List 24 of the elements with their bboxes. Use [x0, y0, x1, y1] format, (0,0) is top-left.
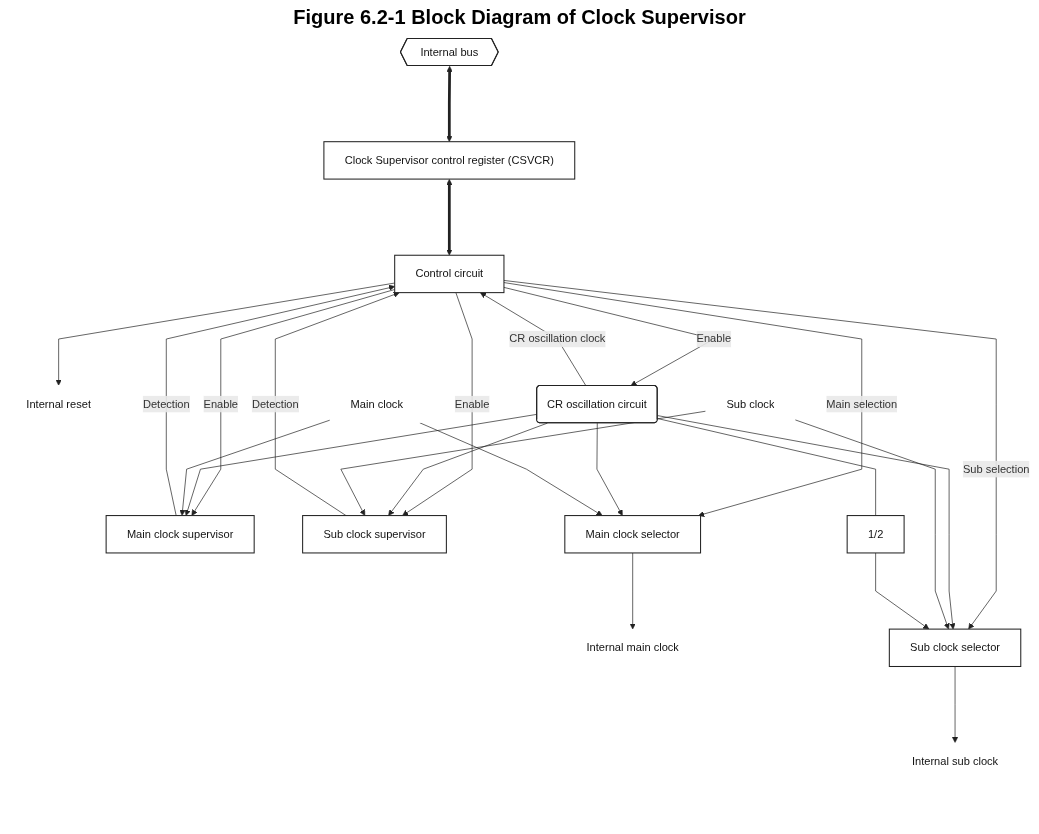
edge-label: Enable: [696, 332, 732, 345]
edge-label: Enable: [454, 397, 490, 410]
figure-title: Figure 6.2-1 Block Diagram of Clock Supervisor: [292, 6, 747, 29]
edge-label: Enable: [203, 397, 239, 410]
node-box: 1/2: [846, 515, 905, 554]
edge-label: Sub selection: [962, 462, 1030, 475]
node-box: Clock Supervisor control register (CSVCR): [323, 141, 576, 180]
node-text: Internal main clock: [586, 641, 679, 654]
node-box: Sub clock selector: [888, 628, 1022, 667]
node-box: Control circuit: [394, 254, 505, 294]
edge-label: Detection: [251, 397, 299, 410]
connector: [657, 418, 876, 516]
node-text: Internal sub clock: [911, 755, 999, 767]
node-text: Main clock: [350, 397, 403, 410]
node-text: Sub clock: [726, 397, 775, 410]
edge-label: CR oscillation clock: [509, 332, 606, 345]
edge-label: Detection: [142, 397, 190, 410]
edge-label: Main selection: [826, 397, 898, 410]
node-box: Main clock supervisor: [105, 515, 255, 554]
arrow: [446, 65, 453, 142]
node-box: Main clock selector: [564, 515, 702, 554]
node-text: Internal reset: [26, 397, 91, 410]
node-box: Sub clock supervisor: [302, 515, 447, 554]
arrow: [446, 179, 453, 256]
